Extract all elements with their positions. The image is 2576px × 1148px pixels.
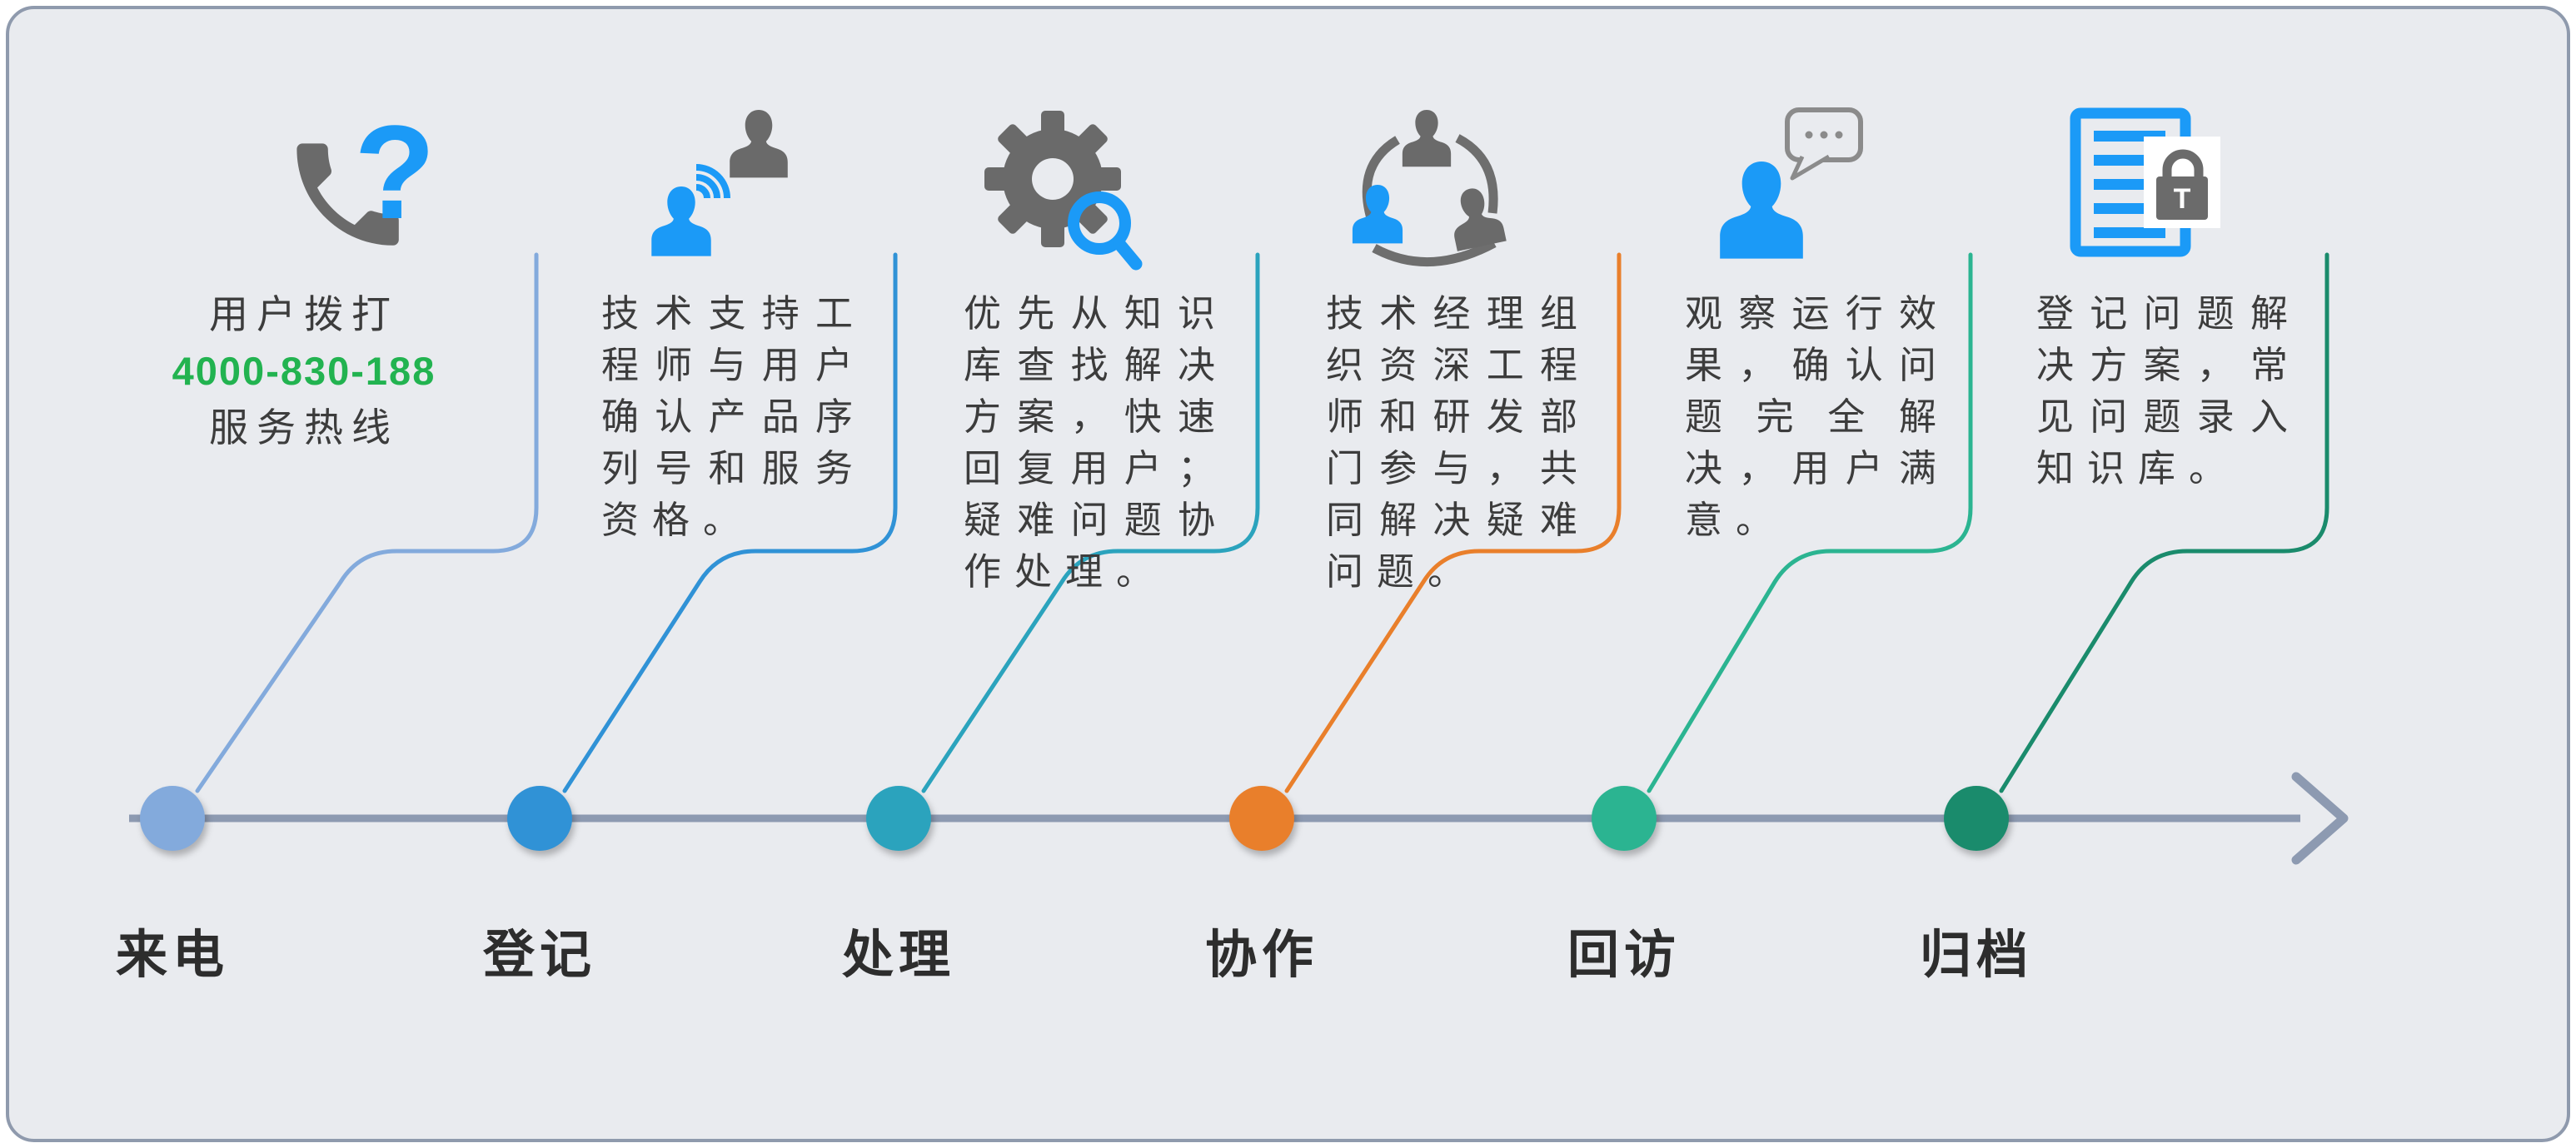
gear-search-icon: [984, 111, 1143, 271]
connector-step-2: [562, 252, 898, 793]
timeline-dot-6: [1944, 786, 2009, 851]
question-mark-icon: ?: [354, 97, 436, 246]
timeline-dot-1: [140, 786, 205, 851]
customer-person-icon: [1720, 162, 1803, 259]
hotline-line-top: 用户拨打: [209, 292, 399, 336]
person-chat-bubble-icon: [1720, 107, 1863, 259]
timeline-dot-5: [1592, 786, 1657, 851]
timeline-dot-3: [866, 786, 931, 851]
step-2-description: 技术支持工程师与用户确认产品序列号和服务资格。: [601, 292, 866, 541]
step-3-description: 优先从知识库查找解决方案，快速回复用户；疑难问题协作处理。: [964, 292, 1228, 593]
connector-step-6: [1999, 252, 2329, 793]
engineer-person-icon: [651, 186, 711, 256]
manager-person-icon: [1402, 110, 1452, 167]
connector-step-1: [195, 252, 539, 793]
diagram-background: [6, 6, 2570, 1142]
timeline-dot-2: [507, 786, 572, 851]
user-person-icon: [730, 110, 788, 178]
step-1-description: 用户拨打 4000-830-188 服务热线: [125, 286, 483, 456]
connector-step-5: [1647, 252, 1973, 793]
team-cycle-icon: [1352, 110, 1507, 267]
chat-bubble-icon: [1785, 107, 1863, 181]
lock-icon: T: [2144, 137, 2220, 228]
phone-handset-icon: [296, 143, 399, 246]
step-label-xiezuo: 协作: [1204, 927, 1318, 984]
step-6-description: 登记问题解决方案，常见问题录入知识库。: [2036, 292, 2301, 490]
magnifier-icon: [1068, 191, 1143, 271]
hotline-number: 4000-830-188: [172, 349, 436, 393]
lock-letter-t: T: [2174, 183, 2191, 215]
step-label-dengji: 登记: [482, 927, 596, 984]
gear-icon: [984, 111, 1121, 247]
step-label-huifang: 回访: [1567, 927, 1681, 984]
connector-step-4: [1284, 252, 1622, 793]
document-lock-icon: T: [2070, 107, 2220, 257]
step-label-guidang: 归档: [1919, 927, 2033, 984]
engineer-person-icon: [1352, 185, 1403, 244]
step-label-chuli: 处理: [841, 927, 955, 984]
timeline-dot-4: [1229, 786, 1294, 851]
timeline-arrowhead-icon: [2291, 772, 2349, 865]
step-5-description: 观察运行效果，确认问题完全解决，用户满意。: [1685, 292, 1950, 541]
step-4-description: 技术经理组织资深工程师和研发部门参与，共同解决疑难问题。: [1326, 292, 1591, 593]
signal-waves-icon: [695, 164, 730, 199]
timeline-dots: [140, 786, 2009, 851]
step-connectors: [195, 252, 2329, 793]
connector-step-3: [921, 252, 1260, 793]
support-engineer-signal-icon: [651, 110, 788, 256]
step-label-laidian: 来电: [115, 927, 229, 984]
hotline-line-bottom: 服务热线: [209, 405, 399, 450]
phone-question-icon: ?: [296, 97, 436, 246]
timeline-axis: [129, 772, 2349, 865]
